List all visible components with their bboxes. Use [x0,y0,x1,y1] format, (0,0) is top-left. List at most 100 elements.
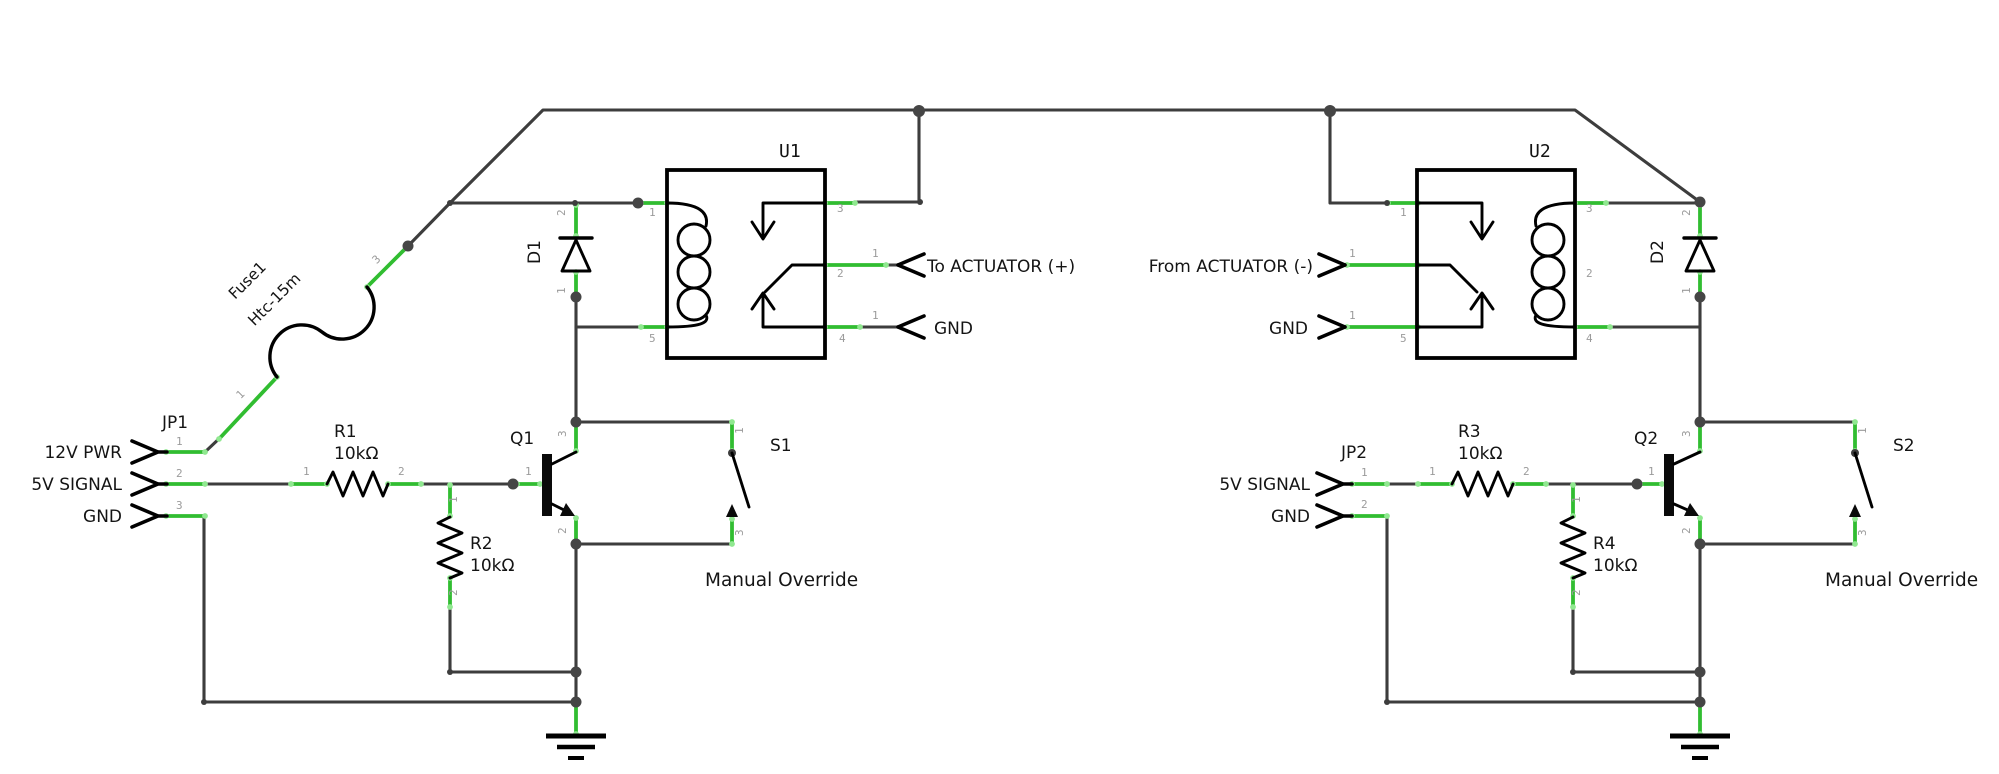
from-actuator-label: From ACTUATOR (-) [1149,257,1313,277]
s1-ref: S1 [770,436,792,456]
r4-pin-1: 1 [1570,496,1583,503]
s2-ref: S2 [1893,436,1915,456]
actuator-out-pin-icon [896,252,926,278]
resistor-r2[interactable]: R2 10kΩ 1 2 [436,496,514,596]
jp1-ref: JP1 [161,413,188,433]
relay-u2[interactable]: U2 1 5 3 2 4 [1400,141,1593,360]
switch-s1[interactable]: S1 1 3 Manual Override [705,427,858,591]
connector-jp2[interactable]: JP2 5V SIGNAL GND 1 2 [1219,443,1368,529]
resistor-r3[interactable]: R3 10kΩ 1 2 [1429,422,1530,498]
switch-contact-arrow [1849,504,1861,517]
d2-pin-1: 1 [1680,287,1693,294]
q1-ref: Q1 [510,429,534,449]
r2-pin-1: 1 [447,496,460,503]
net-gnd-r: GND [1271,507,1310,527]
jp1-pin-1: 1 [176,435,183,448]
r3-pin-1: 1 [1429,465,1436,478]
transistor-legs [1672,450,1702,513]
gnd-in-pin-num: 1 [1349,309,1356,322]
jp2-ref: JP2 [1340,443,1367,463]
highlighted-traces[interactable] [164,201,1857,736]
r4-pin-2: 2 [1570,589,1583,596]
switch-s2[interactable]: S2 1 3 Manual Override [1825,427,1978,591]
diode-d2[interactable]: D2 2 1 [1648,209,1718,294]
r2-ref: R2 [470,534,493,554]
io-left[interactable]: To ACTUATOR (+) GND 1 1 [872,247,1075,340]
r4-ref: R4 [1593,534,1616,554]
fuse-symbol [268,285,376,379]
u2-pin-3: 3 [1586,202,1593,215]
resistor-symbol [1450,470,1515,498]
to-actuator-label: To ACTUATOR (+) [926,257,1075,277]
resistor-symbol [436,515,464,580]
s1-pin-1: 1 [733,427,746,434]
connector-jp1[interactable]: JP1 12V PWR 5V SIGNAL GND 1 2 3 [31,413,188,529]
net-12v-pwr: 12V PWR [44,443,122,463]
fuse1-wire-1: 1 [234,388,248,402]
diode-triangle [1684,238,1716,273]
relay-u1[interactable]: U1 1 5 3 2 4 [649,141,846,360]
r4-value: 10kΩ [1593,556,1637,576]
r3-pin-2: 2 [1523,465,1530,478]
r2-value: 10kΩ [470,556,514,576]
u2-pin-1: 1 [1400,206,1407,219]
u1-pin-3: 3 [837,202,844,215]
header-pin-icon [130,439,169,529]
s1-caption: Manual Override [705,570,858,591]
actuator-out-pin-num: 1 [872,247,879,260]
ground-symbol-right [1670,733,1730,760]
header-pin-icon [1315,471,1354,529]
u1-pin-4: 4 [839,332,846,345]
transistor-legs [550,450,578,513]
d1-ref: D1 [525,240,545,264]
r1-pin-2: 2 [398,465,405,478]
fuse1[interactable]: Fuse1 Htc-15m 1 3 [225,253,383,402]
jp1-pin-2: 2 [176,467,183,480]
net-5v-signal-r: 5V SIGNAL [1219,475,1310,495]
trace-endpoints [163,200,1858,737]
r1-pin-1: 1 [303,465,310,478]
q2-pin-emitter: 2 [1680,527,1693,534]
d1-pin-2: 2 [555,209,568,216]
s2-caption: Manual Override [1825,570,1978,591]
relay-switch-icon [1415,201,1495,329]
fuse1-wire-3: 3 [370,253,384,267]
transistor-base-bar [1664,454,1674,516]
net-5v-signal: 5V SIGNAL [31,475,122,495]
diode-triangle [560,238,592,273]
fuse1-ref: Fuse1 [225,258,270,303]
r3-ref: R3 [1458,422,1481,442]
q2-pin-base: 1 [1648,465,1655,478]
s2-pin-1: 1 [1856,427,1869,434]
u1-ref: U1 [779,141,801,162]
resistor-symbol [325,470,390,498]
u2-ref: U2 [1529,141,1551,162]
ground-symbol-left [546,733,606,760]
jp2-pin-1: 1 [1361,466,1368,479]
transistor-q1[interactable]: Q1 1 3 2 [510,429,578,534]
gnd-in-pin-icon [1317,314,1347,340]
u1-pin-2: 2 [837,267,844,280]
q1-pin-base: 1 [525,465,532,478]
s1-pin-3: 3 [733,529,746,536]
d1-pin-1: 1 [555,287,568,294]
q2-pin-collector: 3 [1680,430,1693,437]
r1-value: 10kΩ [334,444,378,464]
net-gnd: GND [83,507,122,527]
s2-pin-3: 3 [1856,529,1869,536]
r2-pin-2: 2 [447,589,460,596]
diode-d1[interactable]: D1 2 1 [525,209,594,294]
actuator-in-pin-icon [1317,252,1347,278]
jp1-pin-3: 3 [176,499,183,512]
u2-pin-2: 2 [1586,267,1593,280]
r1-ref: R1 [334,422,357,442]
transistor-q2[interactable]: Q2 1 3 2 [1634,429,1702,534]
junction-dots [201,105,1706,708]
gnd-out-pin-icon [896,314,926,340]
resistor-r1[interactable]: R1 10kΩ 1 2 [303,422,405,498]
io-right[interactable]: From ACTUATOR (-) GND 1 1 [1149,247,1356,340]
transistor-base-bar [542,454,552,516]
wire-net[interactable] [202,108,1857,704]
resistor-r4[interactable]: R4 10kΩ 1 2 [1559,496,1637,596]
